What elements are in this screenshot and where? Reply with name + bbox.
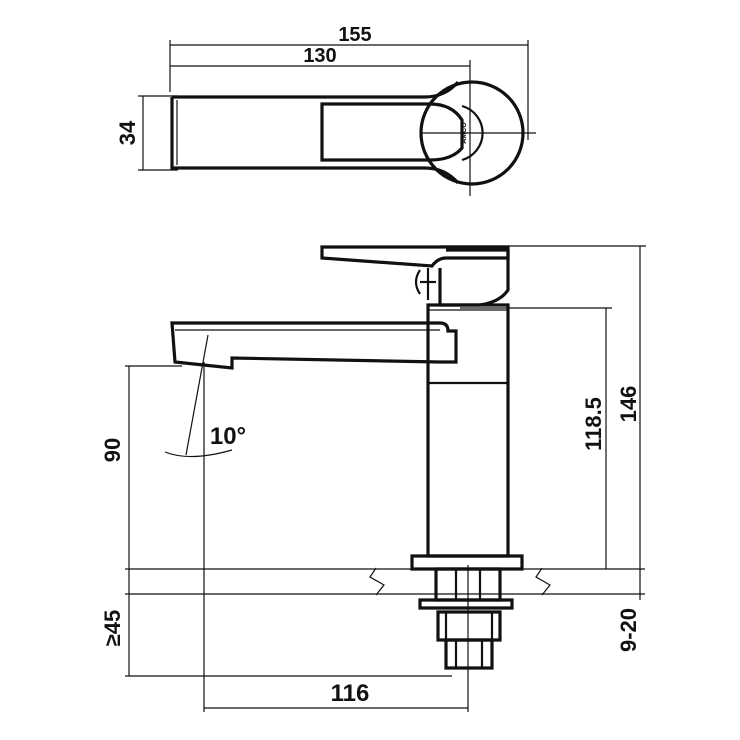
- top-spout-outline: [170, 80, 460, 185]
- angle-10-label: 10°: [210, 423, 246, 450]
- dimension-body-height: 118.5: [460, 307, 612, 569]
- dimension-spout-length: 130: [170, 45, 471, 196]
- dimension-146-label: 146: [616, 386, 641, 423]
- side-view: 10° 90 ≥45 116 118.5 146: [100, 245, 646, 712]
- dimension-spout-angle: 10°: [164, 334, 246, 458]
- dimension-130-label: 130: [303, 45, 336, 67]
- side-hose-connector: [444, 638, 494, 670]
- dimension-90-label: 90: [100, 438, 125, 462]
- dimension-overall-length: 155: [169, 24, 529, 140]
- top-handle-lever: [320, 102, 464, 162]
- dimension-116-label: 116: [331, 680, 370, 707]
- brand-mark: AMCO: [461, 122, 468, 144]
- side-spout: [170, 321, 458, 370]
- side-handle: [320, 245, 510, 268]
- dimension-reach: 116: [204, 680, 468, 709]
- dimension-width: 34: [115, 95, 178, 171]
- dimension-overall-height: 146: [440, 245, 646, 569]
- side-body-column: [426, 303, 510, 558]
- dimension-spout-height: 90: [100, 365, 182, 569]
- dimension-counter-thickness: 9-20: [616, 569, 641, 652]
- top-view: 155 130 34 AMCO: [115, 24, 536, 196]
- dimension-34-label: 34: [115, 120, 140, 145]
- side-base-flange: [410, 554, 524, 571]
- dimension-155-label: 155: [338, 24, 371, 46]
- side-shank: [436, 610, 502, 642]
- dimension-45-label: ≥45: [100, 610, 125, 647]
- dimension-118-5-label: 118.5: [581, 397, 606, 451]
- dimension-shank-length: ≥45: [100, 569, 452, 677]
- dimension-9-20-label: 9-20: [616, 608, 641, 652]
